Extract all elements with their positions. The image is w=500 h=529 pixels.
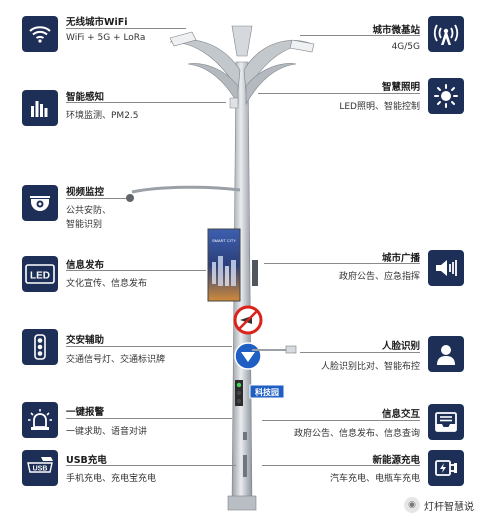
video-tile [22,185,58,221]
usb-title: USB充电 [66,455,107,466]
wechat-logo-icon: ◉ [404,497,420,513]
light-desc: LED照明、智能控制 [339,102,420,112]
watermark-text: 灯杆智慧说 [424,501,474,513]
pole-base [227,495,257,511]
video-desc: 公共安防、 [66,206,112,216]
wifi-tile [22,16,58,52]
wifi-icon [29,26,51,43]
broadcast-title: 城市广播 [381,253,420,264]
alarm-desc: 一键求助、语音对讲 [66,427,148,437]
camera-arm [131,185,241,194]
sense-title: 智能感知 [66,92,105,103]
sense-desc: 环境监测、PM2.5 [66,111,139,121]
broadcast-desc: 政府公告、应急指挥 [338,272,420,282]
face-leader [300,352,420,353]
interact-leader [262,420,420,421]
traffic-tile [22,329,58,365]
inbox-icon [435,412,457,432]
pole-speaker [252,260,258,286]
light-title: 智慧照明 [381,82,420,93]
traffic-title: 交安辅助 [66,335,105,346]
light-leader [258,93,420,94]
alarm-tile [22,402,58,438]
interact-tile [428,404,464,440]
sensor-bars-icon [31,101,48,117]
broadcast-tile [428,250,464,286]
lamp-top-crown [231,25,253,57]
base-leader [300,35,420,36]
face-id-icon [437,345,455,365]
camera-dome [126,194,134,202]
face-desc: 人脸识别比对、智能布控 [320,362,420,372]
face-tile [428,336,464,372]
info-leader [66,270,206,271]
broadcast-leader [264,263,420,264]
traffic-desc: 交通信号灯、交通标识牌 [66,355,166,365]
street-sign-text: 科技园 [255,387,279,397]
sensor-box [229,97,239,109]
wifi-title: 无线城市WiFi [66,17,128,28]
sense-tile [22,90,58,126]
ev-title: 新能源充电 [372,455,420,466]
interact-title: 信息交互 [381,409,420,420]
usb-leader [66,465,236,466]
base-desc: 4G/5G [391,42,420,52]
traffic-light-icon [34,334,46,360]
camera-icon [30,196,50,211]
sun-icon [434,84,458,108]
lamp-head-left [169,31,197,47]
lamp-head-right [289,39,315,53]
usb-icon: USB [27,457,53,473]
info-title: 信息发布 [66,260,105,271]
base-title: 城市微基站 [372,25,420,36]
alarm-title: 一键报警 [66,407,105,418]
usb-tile: USB [22,450,58,486]
charging-port [243,455,247,477]
wifi-leader [66,28,186,29]
alarm-leader [66,418,232,419]
info-desc: 文化宣传、信息发布 [66,279,148,289]
traffic-leader [66,346,232,347]
lamp-arm-left [169,39,241,91]
light-tile [428,78,464,114]
street-sign [249,384,285,399]
svg-text:LED: LED [30,271,50,282]
usb-port [243,432,247,440]
lamp-arm-left-2 [187,63,239,106]
speaker-icon [436,260,457,276]
face-title: 人脸识别 [381,341,420,352]
sense-leader [66,102,226,103]
usb-desc: 手机充电、充电宝充电 [66,474,157,484]
watermark: ◉ 灯杆智慧说 [404,497,474,513]
ev-leader [262,465,420,466]
wifi-desc: WiFi + 5G + LoRa [66,33,146,43]
video-desc-2: 智能识别 [66,220,103,230]
svg-text:USB: USB [33,466,48,473]
ev-desc: 汽车充电、电瓶车充电 [329,474,420,484]
lamp-arm-right-2 [245,63,297,106]
alarm-icon [28,409,52,430]
led-icon: LED [25,264,55,284]
video-title: 视频监控 [66,187,105,198]
ev-tile [428,450,464,486]
video-leader [66,198,126,199]
led-screen-text: SMART CITY [212,238,236,243]
face-camera [285,345,297,354]
interact-desc: 政府公告、信息发布、信息查询 [293,429,420,439]
base-tile [428,16,464,52]
ev-charger-icon [435,460,457,476]
info-tile: LED [22,256,58,292]
antenna-icon [433,24,459,45]
